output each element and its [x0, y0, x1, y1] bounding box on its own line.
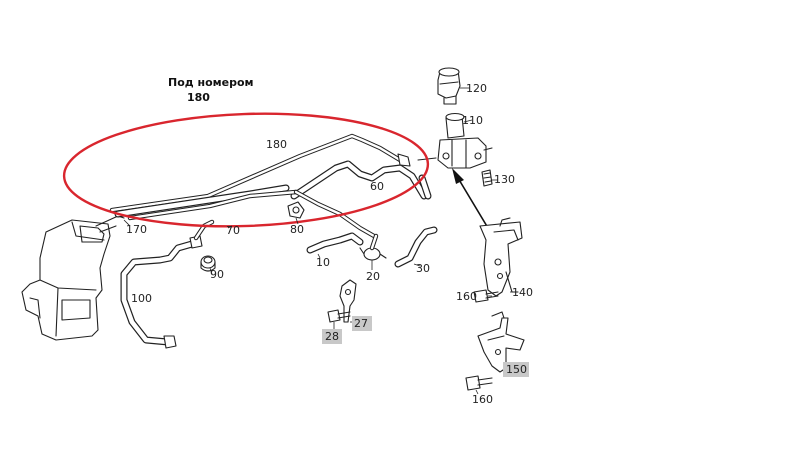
connector-20	[359, 233, 387, 261]
callout-70: 70	[226, 224, 240, 237]
callout-130: 130	[494, 173, 515, 186]
callout-27: 27	[354, 317, 368, 330]
pipe-70	[127, 189, 377, 239]
annotation-line-2: 180	[187, 91, 210, 104]
highlight-box-27	[352, 316, 372, 331]
callout-28: 28	[325, 330, 339, 343]
callout-20: 20	[366, 270, 380, 283]
washer-reservoir	[21, 215, 125, 341]
bracket-150	[477, 311, 525, 373]
callout-90: 90	[210, 268, 224, 281]
pipe-170	[114, 184, 290, 218]
valve-hose-60	[418, 174, 432, 200]
pipe-180	[109, 133, 411, 213]
callout-120: 120	[466, 82, 487, 95]
highlight-ellipse	[62, 112, 430, 228]
callout-10: 10	[316, 256, 330, 269]
leader-lines	[123, 87, 514, 395]
callout-30: 30	[416, 262, 430, 275]
grommet-90	[200, 255, 216, 272]
hose-60	[290, 160, 428, 200]
valve-110	[417, 112, 493, 169]
tee-70	[193, 219, 215, 241]
connector-80	[287, 201, 305, 219]
bolt-28	[327, 309, 351, 323]
hose-10	[306, 232, 364, 254]
bolt-130	[481, 169, 493, 187]
bracket-27	[339, 279, 357, 323]
bolt-160-lower	[465, 375, 493, 391]
callout-160-upper: 160	[456, 290, 477, 303]
callout-150: 150	[506, 363, 527, 376]
highlight-box-28	[322, 329, 342, 344]
bolt-160-upper	[473, 289, 499, 303]
bracket-140	[479, 217, 523, 297]
highlight-box-150	[503, 362, 529, 377]
callout-80: 80	[290, 223, 304, 236]
annotation-line-1: Под номером	[168, 76, 254, 89]
hose-100	[120, 235, 203, 349]
hose-30	[394, 226, 438, 268]
callout-110: 110	[462, 114, 483, 127]
callout-60-upper: 60	[370, 180, 384, 193]
callout-140: 140	[512, 286, 533, 299]
callout-170: 170	[126, 223, 147, 236]
callout-100: 100	[131, 292, 152, 305]
callout-180: 180	[266, 138, 287, 151]
callout-160-lower: 160	[472, 393, 493, 406]
pump-120	[437, 67, 461, 105]
